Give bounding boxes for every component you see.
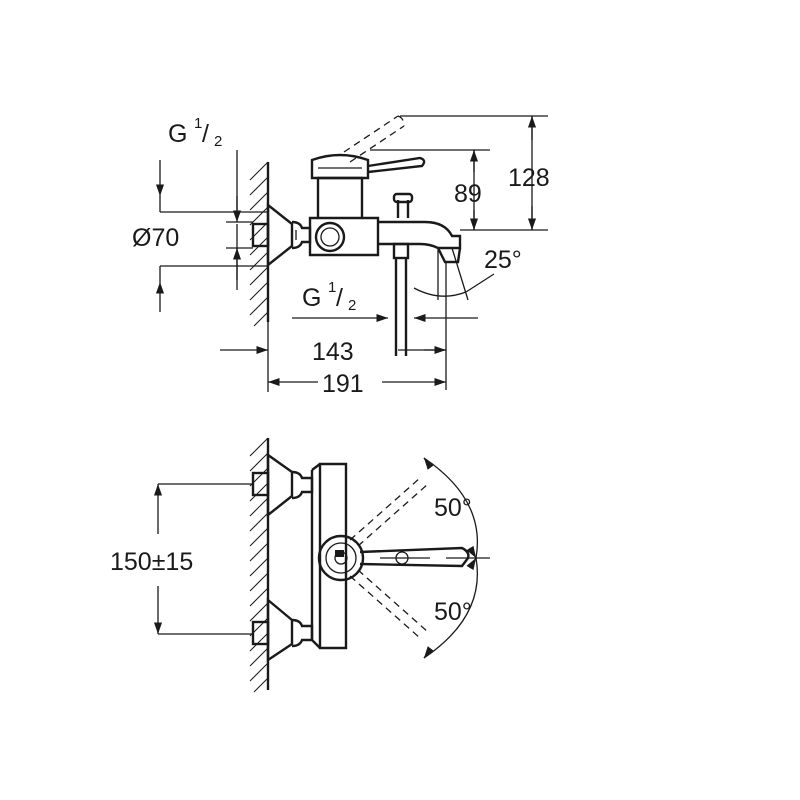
mixer-body-top <box>308 153 462 356</box>
angle-25-label: 25° <box>484 246 522 274</box>
height-89-label: 89 <box>454 180 482 208</box>
dim-spacing: 150±15 <box>110 483 253 635</box>
thread-bottom-slash: / <box>336 284 343 312</box>
spacing-label: 150±15 <box>110 548 193 576</box>
lever-alt-positions-front <box>349 477 429 639</box>
dim-angle-25: 25° <box>413 246 522 301</box>
thread-bottom-g: G <box>302 284 321 312</box>
angle-50-down-label: 50° <box>434 598 472 626</box>
dim-heights: 89 128 <box>370 115 550 231</box>
thread-top-denominator: 2 <box>214 133 222 150</box>
lever-alt-position-top <box>343 115 405 163</box>
dim-angle-50: 50° 50° <box>423 457 490 659</box>
thread-bottom-denominator: 2 <box>348 297 356 314</box>
dim-width-143: 143 <box>220 262 447 390</box>
dim-width-191: 191 <box>267 322 446 398</box>
thread-top-slash: / <box>202 120 209 148</box>
dim-thread-top: G 1 / 2 <box>168 115 253 290</box>
thread-top-numerator: 1 <box>194 115 202 132</box>
thread-top-g: G <box>168 120 187 148</box>
thread-bottom-numerator: 1 <box>328 279 336 296</box>
width-191-label: 191 <box>322 370 364 398</box>
top-side-view: Ø70 G 1 / 2 89 128 <box>132 115 550 398</box>
angle-50-up-label: 50° <box>434 494 472 522</box>
width-143-label: 143 <box>312 338 354 366</box>
height-128-label: 128 <box>508 164 550 192</box>
upper-connector <box>251 452 314 518</box>
dim-diameter: Ø70 <box>132 160 268 312</box>
dim-thread-bottom: G 1 / 2 <box>292 279 478 323</box>
bottom-front-view: 50° 50° 150±15 <box>110 437 490 693</box>
diameter-label: Ø70 <box>132 224 179 252</box>
